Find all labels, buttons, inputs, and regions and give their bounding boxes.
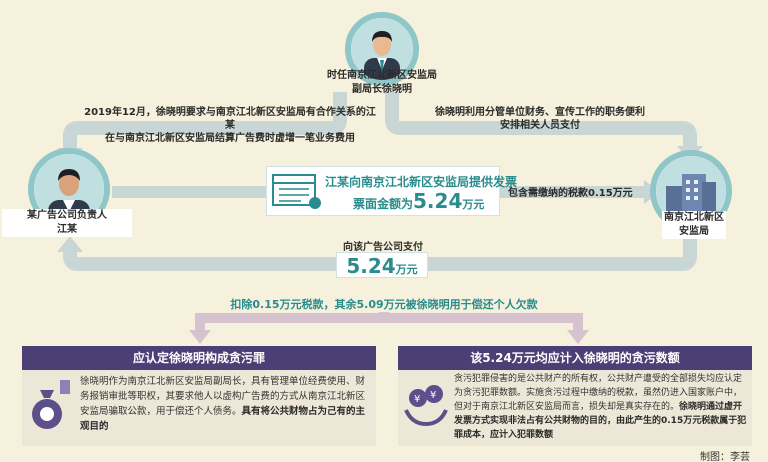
arrow-official-to-company [63,92,347,152]
invoice-icon [272,174,321,209]
left-panel-body [22,370,376,446]
invoice-box: 江某向南京江北新区安监局提供发票 票面金额为5.24万元 [266,166,517,216]
official-avatar [345,12,419,86]
arrow-official-to-bureau [385,92,697,150]
arrowhead-split-left [189,330,211,344]
right-panel-title: 该5.24万元均应计入徐晓明的贪污数额 [398,346,752,370]
payment-amount-box: 5.24万元 [336,252,428,278]
official-label: 时任南京江北新区安监局 副局长徐晓明 [327,70,437,95]
arrow-split-left [195,312,389,334]
money-bag-icon [32,380,70,429]
invoice-text-line1: 江某向南京江北新区安监局提供发票 [325,175,518,189]
flow-text-request: 2019年12月，徐晓明要求与南京江北新区安监局有合作关系的江某 在与南京江北新… [84,107,376,144]
left-panel-text: 徐晓明作为南京江北新区安监局副局长，具有管理单位经费使用、财务报销审批等职权，其… [80,376,366,432]
invoice-text-line2: 票面金额为5.24万元 [353,189,485,213]
official-person-icon [364,31,400,80]
svg-text:¥: ¥ [430,390,436,401]
flow-text-arrange-payment: 徐晓明利用分管单位财务、宣传工作的职务便利 安排相关人员支付 [435,107,645,131]
arrowhead-split-right [567,330,589,344]
svg-text:¥: ¥ [414,394,420,405]
coins-hands-icon: ¥ ¥ [404,385,448,427]
left-panel-title: 应认定徐晓明构成贪污罪 [22,346,376,370]
deduction-text: 扣除0.15万元税款，其余5.09万元被徐晓明用于偿还个人欠款 [230,298,538,311]
right-panel-body [398,370,752,446]
bureau-label: 南京江北新区 安监局 [662,211,726,239]
tax-note: 包含需缴纳的税款0.15万元 [508,188,633,199]
company-label: 某广告公司负责人 江某 [2,209,132,237]
arrow-split-right [384,313,583,334]
arrowhead-company-bottom [57,236,83,252]
credit: 制图：李芸 [700,452,750,462]
payment-label: 向该广告公司支付 [343,242,423,253]
right-panel-text: 贪污犯罪侵害的是公共财产的所有权，公共财产遭受的全部损失均应认定为贪污犯罪数额。… [454,374,747,440]
